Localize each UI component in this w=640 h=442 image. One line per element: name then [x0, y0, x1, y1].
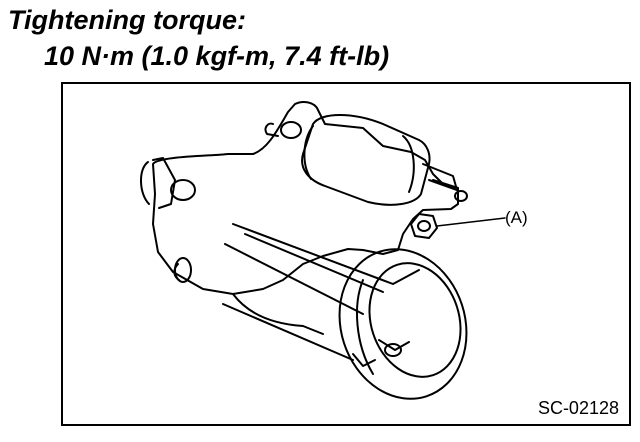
- callout-a-label: (A): [505, 208, 528, 227]
- torque-value: 10 N·m (1.0 kgf-m, 7.4 ft-lb): [44, 41, 390, 71]
- figure-id: SC-02128: [537, 398, 619, 418]
- torque-heading: Tightening torque:: [8, 5, 246, 35]
- figure-frame: (A) SC-02128: [61, 82, 631, 426]
- starter-motor-illustration: [140, 101, 506, 400]
